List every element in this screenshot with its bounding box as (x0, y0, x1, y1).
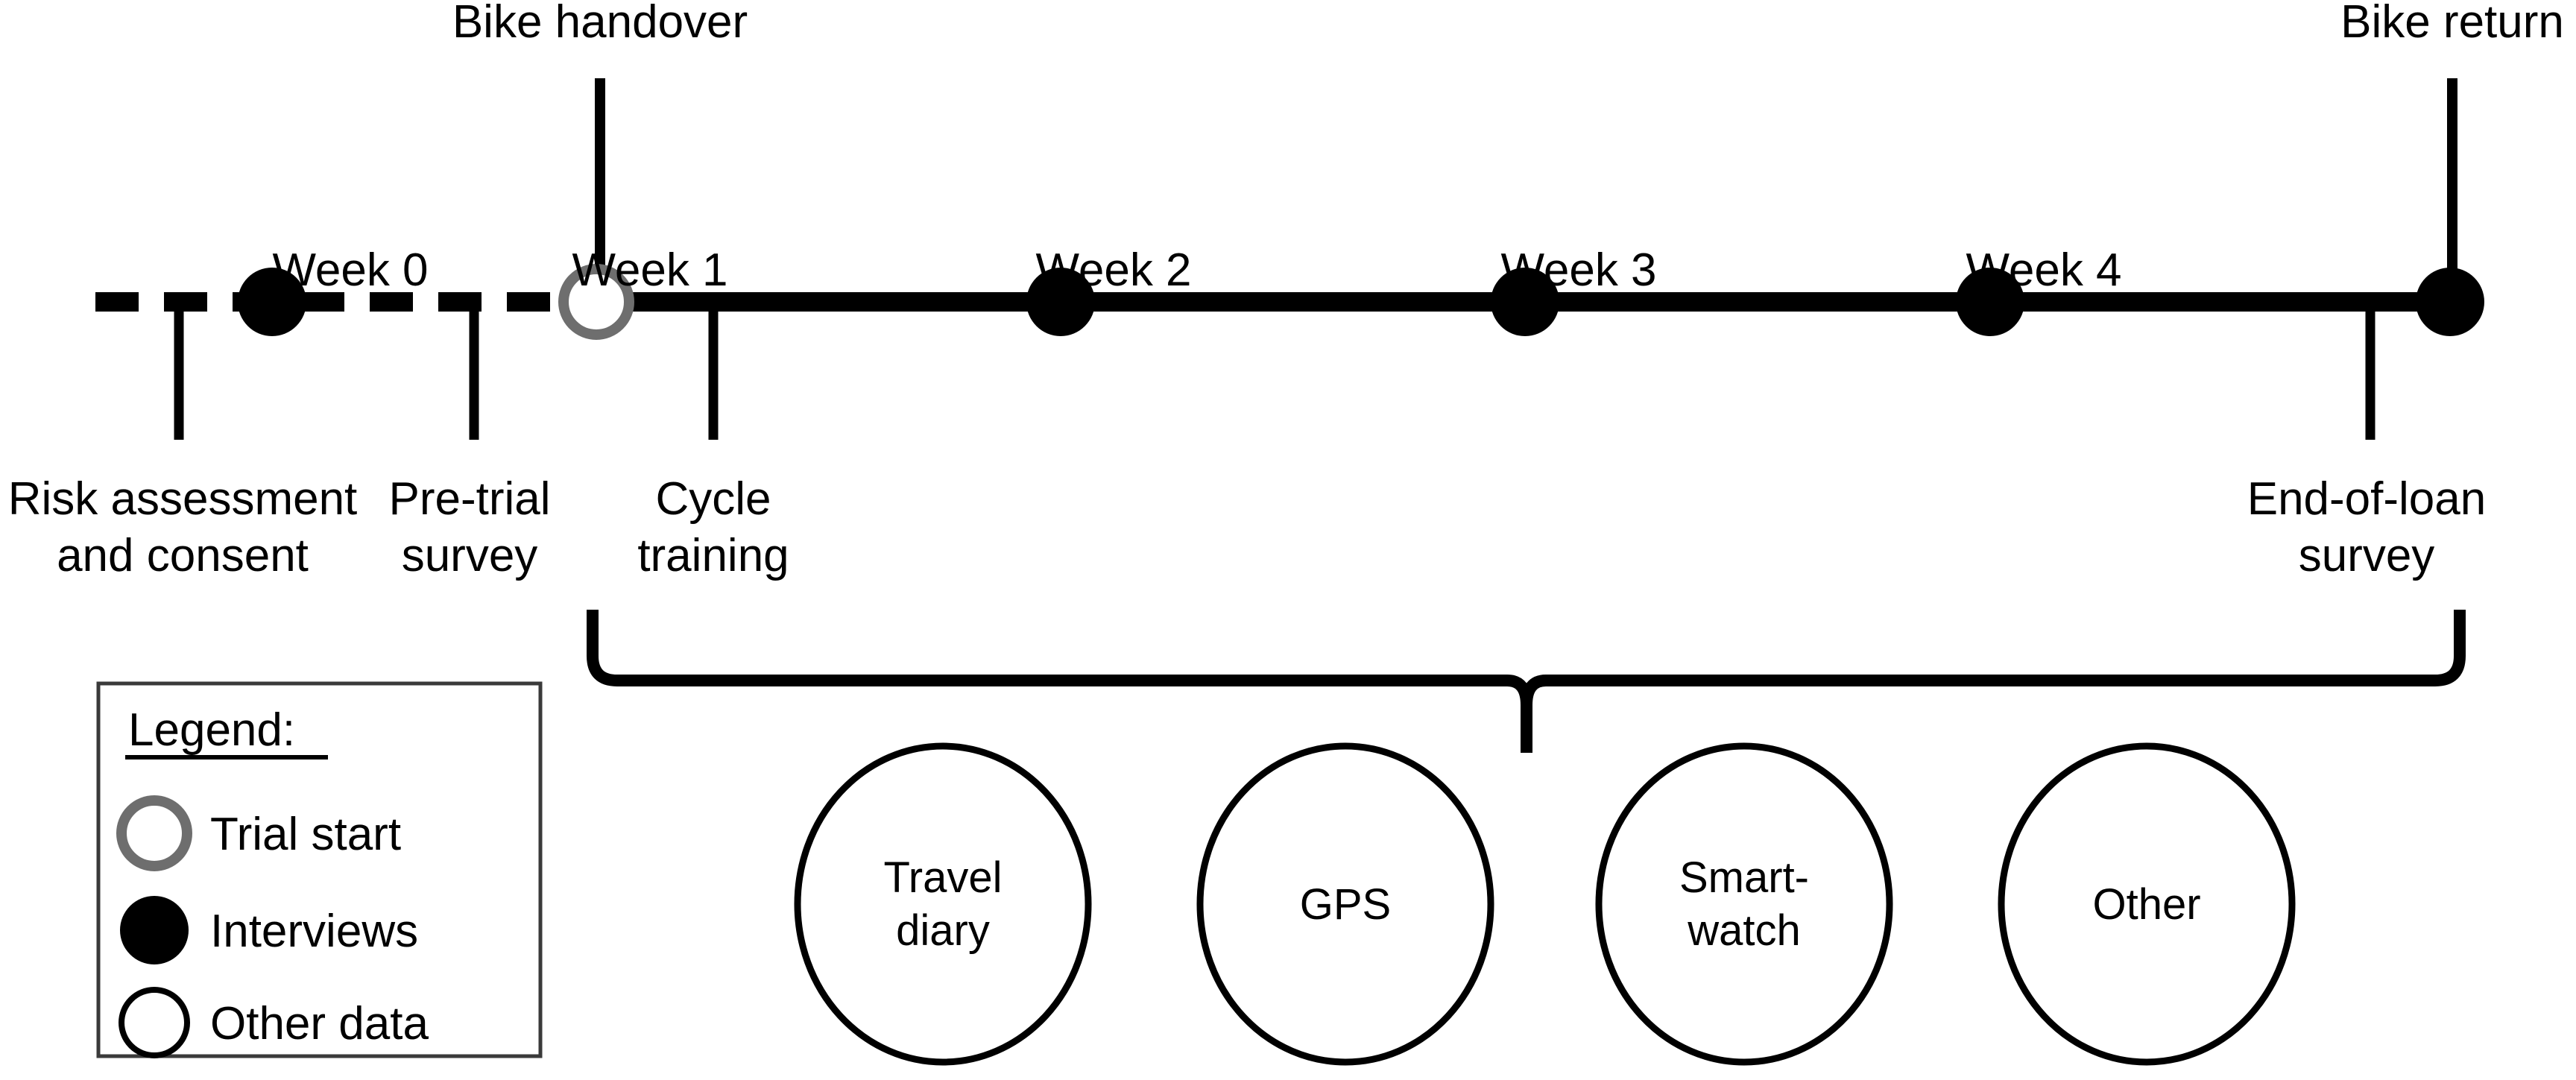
bubble-travel-diary[interactable]: Travel diary (794, 742, 1092, 1066)
callout-stems-above (595, 78, 2457, 300)
bubble-travel-diary-label-line1: Travel (884, 853, 1003, 902)
legend-item-other-data[interactable]: Other data (119, 987, 429, 1058)
bubble-gps-shape (1196, 742, 1494, 1066)
legend-interviews-marker-icon (120, 896, 189, 964)
pre-trial-survey-label-line1: Pre-trial (388, 473, 550, 525)
legend: Legend: Trial start Interviews Other dat… (96, 681, 543, 1058)
cycle-training-label-line1: Cycle (655, 473, 771, 525)
legend-item-interviews[interactable]: Interviews (120, 896, 418, 964)
bike-handover-label: Bike handover (452, 0, 748, 48)
bubble-smartwatch[interactable]: Smart- watch (1595, 742, 1893, 1066)
week-label-0: Week 0 (272, 244, 428, 296)
week-labels: Week 0 Week 1 Week 2 Week 3 Week 4 (272, 244, 2121, 296)
week-label-4: Week 4 (1966, 244, 2121, 296)
end-of-loan-survey-label-line2: survey (2299, 530, 2435, 581)
risk-assessment-label-line2: and consent (57, 530, 309, 581)
bubble-other-shape (1998, 742, 2296, 1066)
legend-item-label-interviews: Interviews (210, 906, 418, 957)
interviews-marker-bike-return[interactable] (2416, 268, 2484, 336)
bubble-gps-label: GPS (1300, 880, 1392, 929)
bubble-smartwatch-shape (1595, 742, 1893, 1066)
bubble-travel-diary-label-line2: diary (896, 906, 990, 955)
risk-assessment-label-line1: Risk assessment (8, 473, 358, 525)
bubble-gps[interactable]: GPS (1196, 742, 1494, 1066)
callout-labels-below: Risk assessment and consent Pre-trial su… (8, 473, 2487, 581)
legend-item-label-trial-start: Trial start (210, 809, 401, 860)
week-label-3: Week 3 (1500, 244, 1656, 296)
bike-return-label: Bike return (2340, 0, 2564, 48)
legend-title: Legend: (128, 704, 295, 756)
legend-item-trial-start[interactable]: Trial start (116, 795, 401, 871)
week-label-1: Week 1 (572, 244, 727, 296)
week-label-2: Week 2 (1035, 244, 1191, 296)
end-of-loan-survey-label-line1: End-of-loan (2247, 473, 2487, 525)
bubble-travel-diary-shape (794, 742, 1092, 1066)
legend-trial-start-marker-icon (116, 795, 192, 871)
trial-start-marker[interactable] (558, 264, 634, 340)
brace-path (587, 610, 2466, 753)
cycle-training-label-line2: training (637, 530, 789, 581)
data-collection-brace (587, 610, 2466, 753)
bubble-smartwatch-label-line2: watch (1687, 906, 1801, 955)
interviews-marker-week4[interactable] (1956, 268, 2024, 336)
pre-trial-survey-label-line2: survey (402, 530, 538, 581)
timeline-markers (238, 264, 2484, 340)
callout-labels-above: Bike handover Bike return (452, 0, 2564, 48)
interviews-marker-week2[interactable] (1026, 268, 1095, 336)
bubble-other[interactable]: Other (1998, 742, 2296, 1066)
bubble-smartwatch-label-line1: Smart- (1679, 853, 1809, 902)
legend-item-label-other-data: Other data (210, 998, 429, 1049)
interviews-marker-week0[interactable] (238, 268, 306, 336)
bubble-other-label: Other (2092, 880, 2200, 929)
data-source-bubbles: Travel diary GPS Smart- watch Other (794, 742, 2296, 1066)
callout-stems-below (174, 306, 2375, 440)
interviews-marker-week3[interactable] (1491, 268, 1559, 336)
legend-other-data-marker-icon (119, 987, 190, 1058)
